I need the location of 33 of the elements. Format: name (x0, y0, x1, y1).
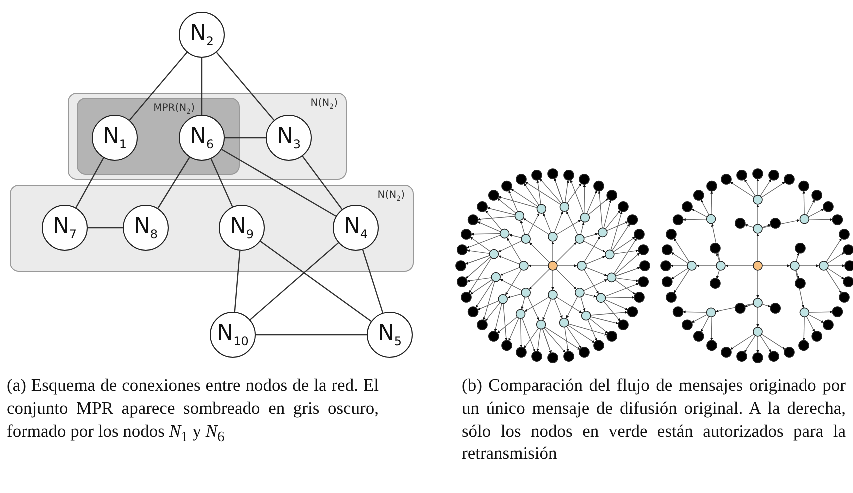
node-circle: N$_{5}$ (367, 312, 413, 358)
node-circle: N$_{1}$ (92, 115, 138, 161)
connector-line (225, 137, 266, 139)
group-label: MPR(N$_{2}$) (154, 103, 195, 116)
connector-line (216, 52, 275, 121)
figure-caption: (a) Esquema de conexiones entre nodos de la red. El conjunto MPR aparece sombreado en gris oscuro, formado por los nodos N$_{1}$ y N$_{6}$ (7, 374, 379, 447)
connector-line (201, 58, 203, 115)
group-label: N(N$_{2}$) (378, 190, 405, 203)
connector-line (302, 156, 343, 210)
connector-line (362, 250, 384, 314)
connector-line (129, 52, 188, 121)
node-circle: N$_{7}$ (42, 205, 88, 251)
node-circle: N$_{3}$ (266, 115, 312, 161)
connector-line (158, 157, 190, 209)
connector-line (88, 227, 123, 229)
group-label: N(N$_{2}$) (310, 98, 338, 111)
node-circle: N$_{6}$ (179, 115, 225, 161)
node-circle: N$_{9}$ (219, 205, 265, 251)
node-circle: N$_{8}$ (123, 205, 169, 251)
figure-caption: (b) Comparación del flujo de mensajes originado por un único mensaje de difusión original. A la derecha, sólo los nodos en verde están autorizados para la retransmisión (462, 374, 846, 465)
group-region (10, 185, 414, 272)
connector-line (76, 158, 104, 208)
connector-line (256, 334, 367, 336)
node-circle: N$_{2}$ (179, 12, 225, 58)
connector-line (260, 241, 372, 322)
group-region (77, 98, 240, 175)
connector-line (222, 149, 336, 217)
group-region (68, 93, 347, 180)
connector-line (250, 242, 339, 320)
connector-line (210, 158, 234, 208)
node-circle: N$_{4}$ (333, 205, 379, 251)
node-circle: N$_{10}$ (210, 312, 256, 358)
connector-line (234, 250, 241, 312)
